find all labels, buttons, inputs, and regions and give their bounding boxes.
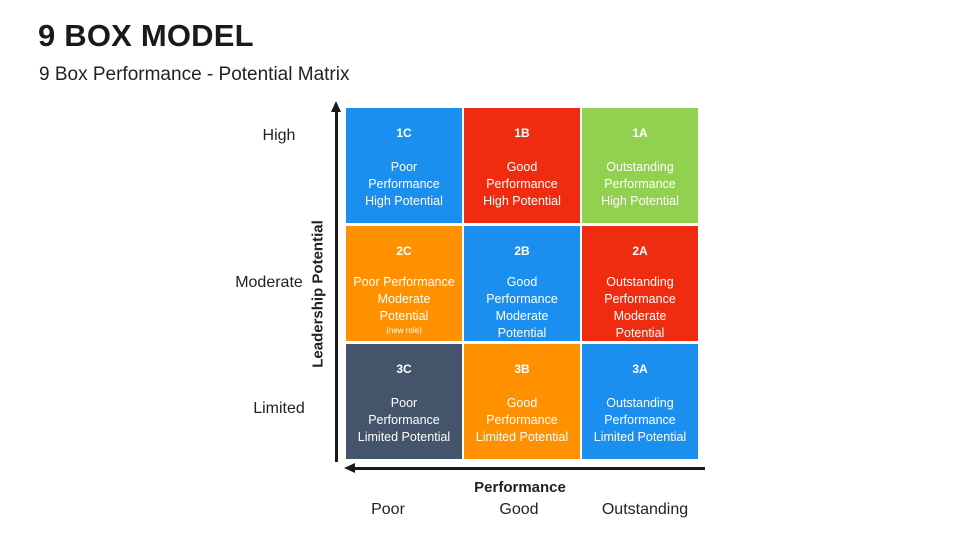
x-axis-arrowhead [344,463,355,473]
box-line: Outstanding [606,275,674,289]
box-line: Limited Potential [475,430,569,444]
box-line: Good [506,160,538,174]
box-line: Performance [604,177,676,191]
box-description: Poor Performance High Potential [365,159,443,210]
box-line: Potential [379,309,429,323]
box-2a: 2A Outstanding Performance Moderate Pote… [582,226,698,341]
box-line: Potential [497,326,547,340]
box-line: High Potential [365,194,443,208]
box-line: Limited Potential [593,430,687,444]
box-line: Outstanding [606,160,674,174]
box-code: 3B [514,362,530,376]
box-line: High Potential [601,194,679,208]
page-subtitle: 9 Box Performance - Potential Matrix [39,64,350,85]
box-line: Poor [390,160,418,174]
box-line: Limited Potential [357,430,451,444]
box-line: Poor [390,396,418,410]
box-description: Good Performance Limited Potential [476,395,568,446]
box-description: Outstanding Performance High Potential [601,159,679,210]
box-3b: 3B Good Performance Limited Potential [464,344,580,459]
box-line: Performance [486,292,558,306]
box-3a: 3A Outstanding Performance Limited Poten… [582,344,698,459]
box-line: Poor Performance [353,275,455,289]
box-line: Outstanding [606,396,674,410]
box-code: 3A [632,362,648,376]
y-tick-moderate: Moderate [235,274,303,291]
y-axis-line [335,110,338,462]
box-line: Performance [486,177,558,191]
box-line: Performance [604,413,676,427]
box-code: 1B [514,126,530,140]
box-1b: 1B Good Performance High Potential [464,108,580,223]
box-description: Poor Performance Limited Potential [358,395,450,446]
x-axis-title: Performance [474,479,566,496]
box-description: Outstanding Performance Limited Potentia… [594,395,686,446]
box-1a: 1A Outstanding Performance High Potentia… [582,108,698,223]
box-code: 2B [514,244,530,258]
nine-box-grid: 1C Poor Performance High Potential 1B Go… [346,108,700,460]
box-line: High Potential [483,194,561,208]
box-note: (new role) [386,326,422,335]
y-axis-arrowhead [331,101,341,112]
box-line: Good [506,275,538,289]
box-code: 1A [632,126,648,140]
box-line: Good [506,396,538,410]
box-line: Moderate [613,309,667,323]
box-code: 3C [396,362,412,376]
box-line: Performance [604,292,676,306]
box-2c: 2C Poor Performance Moderate Potential (… [346,226,462,341]
x-axis-line [355,467,705,470]
box-line: Moderate [377,292,431,306]
box-code: 2A [632,244,648,258]
box-1c: 1C Poor Performance High Potential [346,108,462,223]
box-line: Moderate [495,309,549,323]
box-line: Performance [368,413,440,427]
x-tick-poor: Poor [371,501,405,518]
box-line: Performance [368,177,440,191]
y-tick-high: High [262,127,296,144]
y-tick-limited: Limited [253,400,305,417]
box-line: Potential [615,326,665,340]
box-3c: 3C Poor Performance Limited Potential [346,344,462,459]
page-title: 9 BOX MODEL [38,18,254,53]
box-description: Poor Performance Moderate Potential (new… [353,274,454,336]
x-tick-outstanding: Outstanding [601,501,689,518]
box-line: Performance [486,413,558,427]
box-2b: 2B Good Performance Moderate Potential [464,226,580,341]
box-code: 1C [396,126,412,140]
y-axis-title: Leadership Potential [309,220,327,368]
x-tick-good: Good [499,501,539,518]
box-description: Good Performance High Potential [483,159,561,210]
box-description: Good Performance Moderate Potential [486,274,558,342]
box-code: 2C [396,244,412,258]
box-description: Outstanding Performance Moderate Potenti… [604,274,676,342]
